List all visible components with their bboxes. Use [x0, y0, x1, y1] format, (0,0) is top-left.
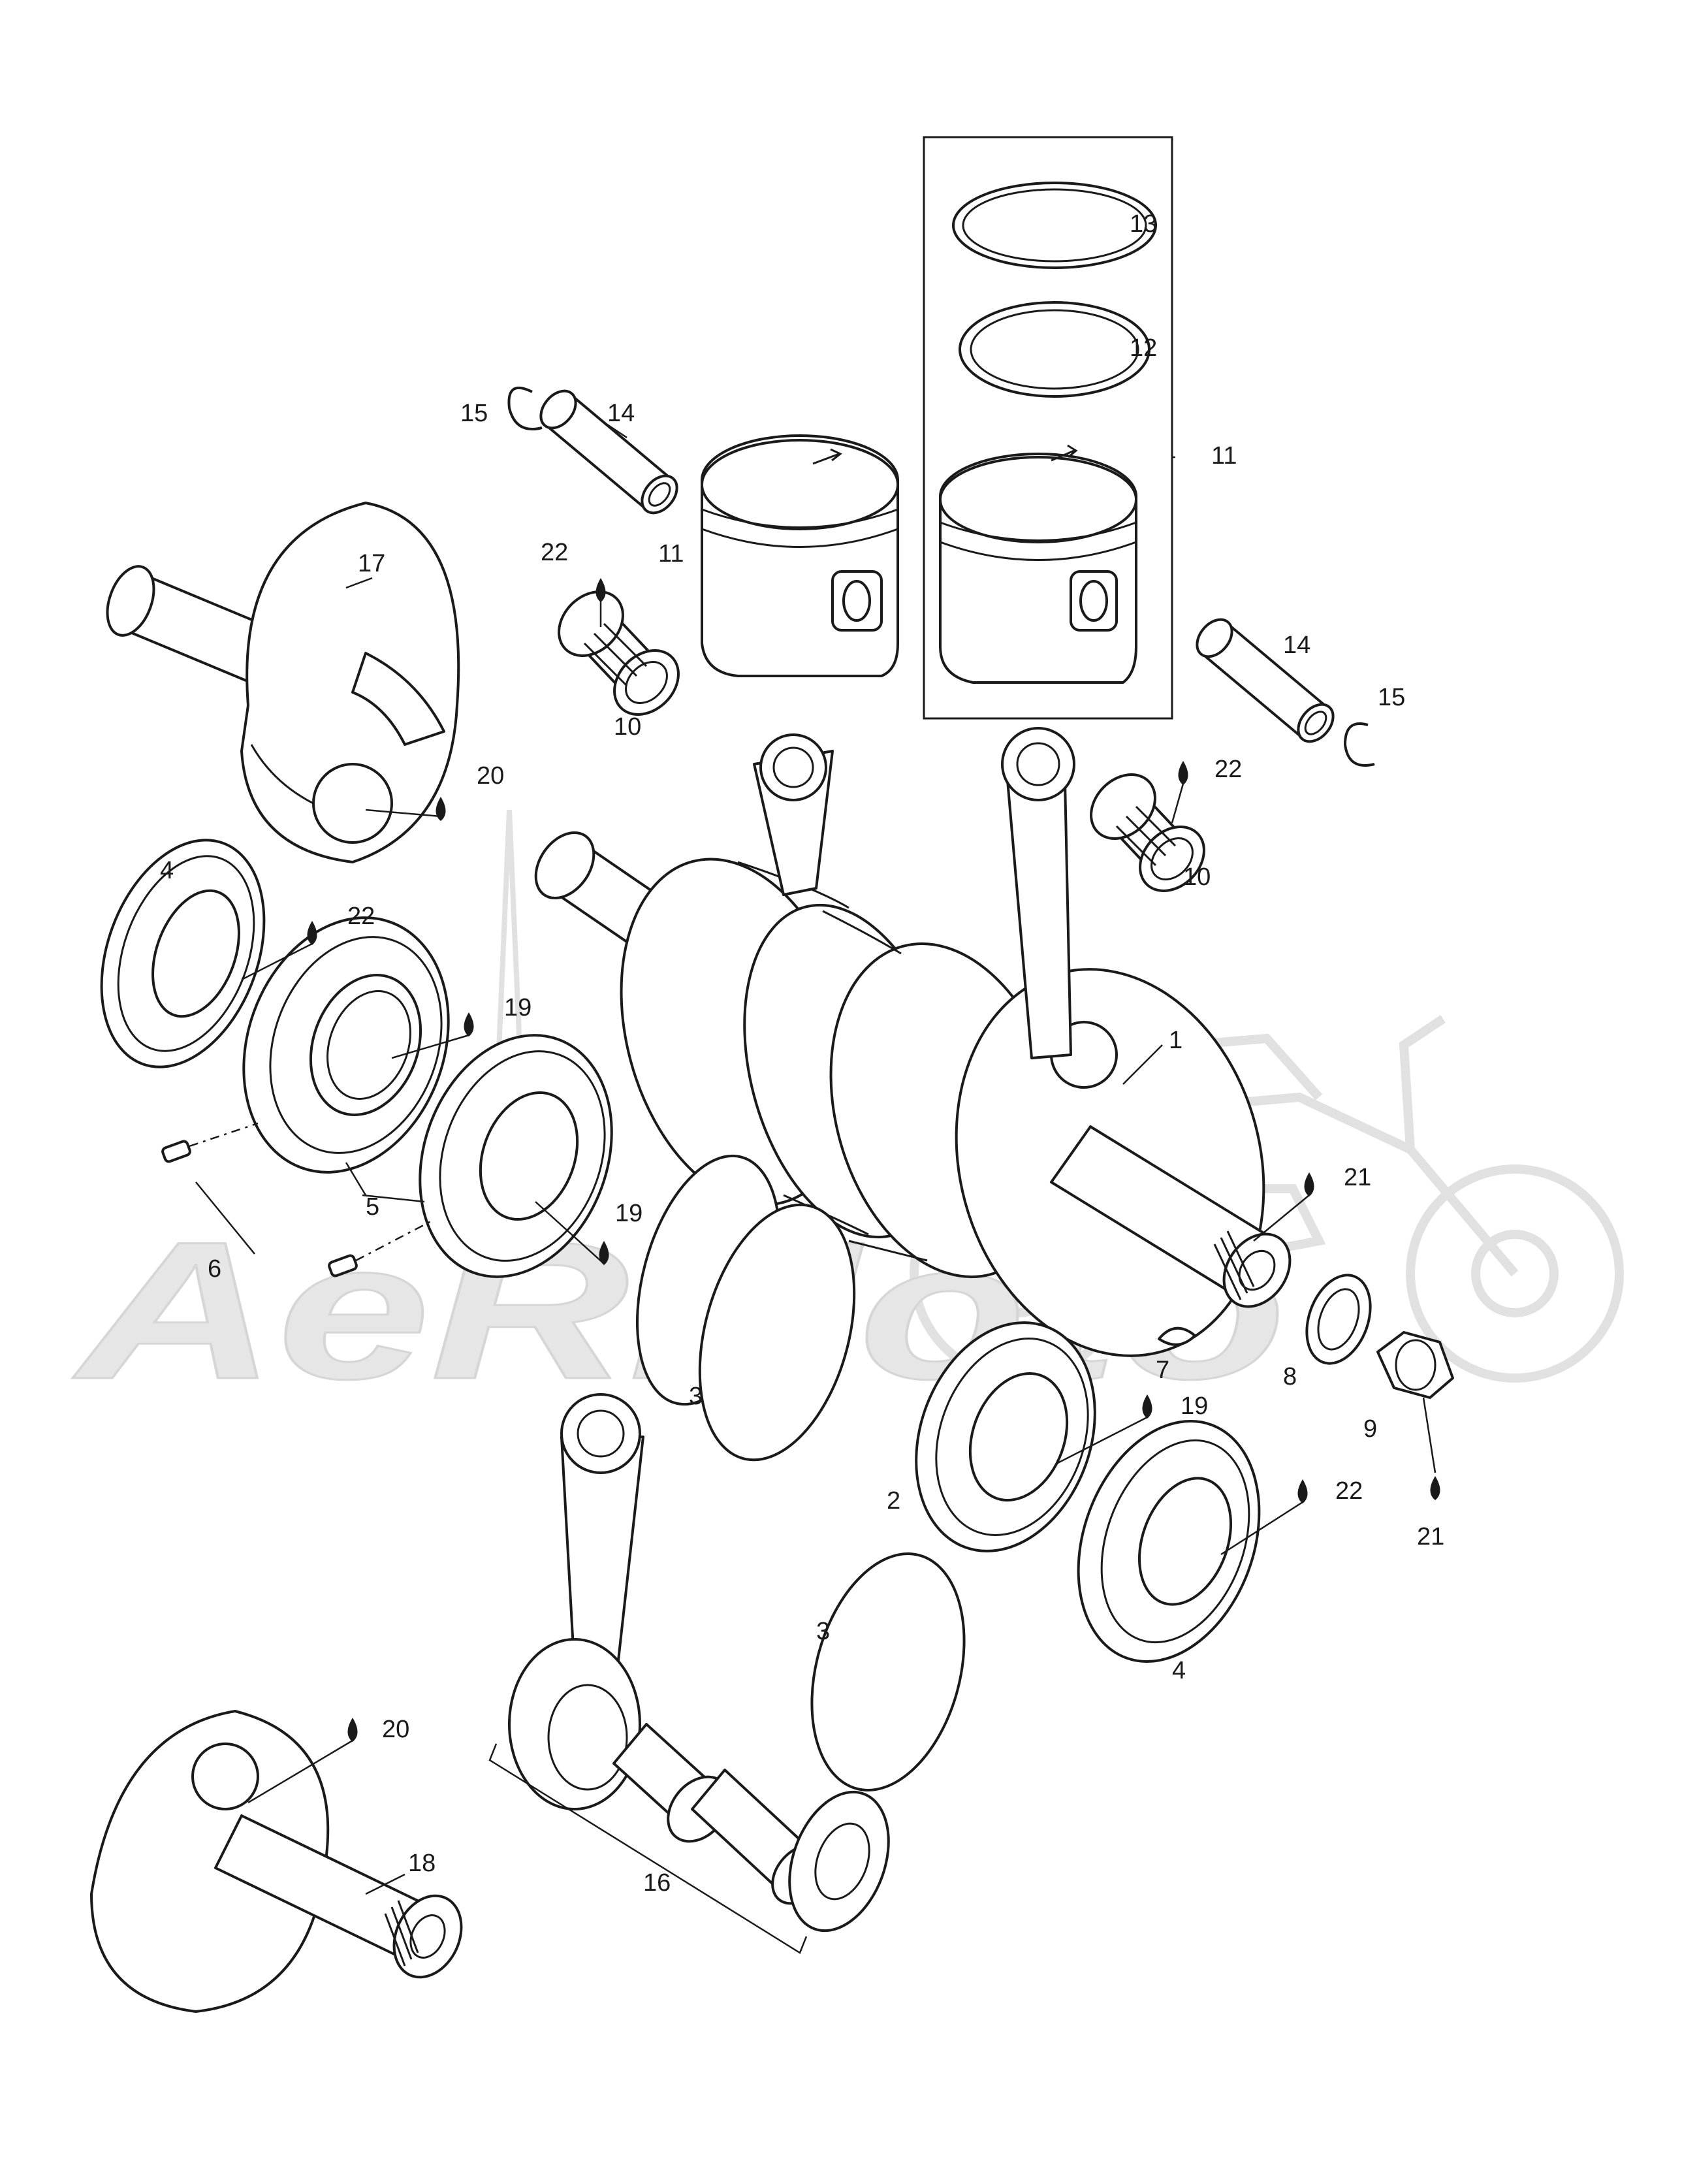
lubricant-drop-icon [595, 578, 606, 602]
callout-9: 9 [1363, 1415, 1377, 1443]
callout-19-b: 19 [615, 1200, 643, 1227]
ball-bearing-center-icon [419, 1034, 613, 1278]
lubricant-drop-icon [1178, 761, 1188, 785]
callout-18: 18 [408, 1850, 436, 1877]
callout-22-d: 22 [1335, 1477, 1363, 1505]
dowel-pin-2-icon [328, 1254, 358, 1277]
callout-19-a: 19 [504, 994, 532, 1021]
piston-ring-12-icon [959, 301, 1150, 398]
lubricant-drop-icon [464, 1012, 474, 1036]
callout-14-left: 14 [607, 400, 635, 427]
lubricant-drop-icon [1430, 1476, 1440, 1500]
callout-17: 17 [358, 550, 385, 577]
callout-13: 13 [1130, 210, 1157, 238]
leader-lines [195, 423, 1436, 1895]
oil-seal-right-icon [1077, 1420, 1261, 1663]
callout-2: 2 [887, 1487, 900, 1515]
piston-boxed-icon [939, 444, 1137, 684]
ball-bearing-left-icon [242, 916, 450, 1174]
circlip-right-icon [1344, 722, 1375, 767]
ball-bearing-right-icon [915, 1321, 1096, 1552]
oil-seal-left-icon [100, 839, 266, 1068]
callout-5: 5 [366, 1193, 379, 1221]
callout-21-a: 21 [1344, 1164, 1371, 1191]
callout-1: 1 [1169, 1027, 1182, 1054]
lock-washer-icon [1305, 1274, 1372, 1365]
wrist-pin-left-icon [539, 389, 678, 515]
callout-22-b: 22 [1214, 756, 1242, 783]
callout-10-right: 10 [1183, 863, 1211, 891]
piston-ring-13-icon [952, 182, 1157, 269]
callout-16: 16 [643, 1869, 671, 1897]
wrist-pin-right-icon [1196, 618, 1335, 743]
needle-bearing-right-icon [1090, 773, 1205, 892]
callout-11-box: 11 [1211, 442, 1237, 470]
callout-22-a: 22 [541, 539, 568, 566]
needle-bearing-left-icon [558, 590, 680, 716]
crank-half-18-icon [90, 1710, 463, 2013]
callout-3-b: 3 [816, 1618, 830, 1645]
circlip-left-icon [507, 386, 543, 430]
callout-21-b: 21 [1417, 1523, 1444, 1550]
hex-nut-icon [1376, 1331, 1454, 1399]
piston-kit-box [923, 136, 1173, 720]
callout-11-loose: 11 [658, 540, 684, 568]
callout-4-left: 4 [160, 857, 174, 884]
callout-19-c: 19 [1181, 1392, 1208, 1420]
callout-6: 6 [208, 1255, 221, 1283]
callout-15-right: 15 [1378, 684, 1405, 711]
callout-14-right: 14 [1283, 632, 1310, 659]
callout-15-left: 15 [460, 400, 488, 427]
dowel-pin-1-icon [161, 1140, 191, 1163]
lubricant-drop-icon [1297, 1479, 1308, 1503]
woodruff-key-icon [1158, 1326, 1196, 1346]
callout-20-bottom: 20 [382, 1716, 409, 1743]
callout-7: 7 [1156, 1357, 1169, 1384]
callout-8: 8 [1283, 1363, 1297, 1390]
o-ring-2-icon [698, 1203, 856, 1462]
crank-half-17-icon [106, 502, 460, 863]
o-ring-3-icon [810, 1552, 966, 1791]
callout-10-left: 10 [614, 713, 641, 741]
connecting-rod-kit-icon [508, 1393, 890, 1933]
callout-22-c: 22 [347, 903, 375, 930]
callout-20-top: 20 [477, 762, 504, 790]
callout-12: 12 [1130, 334, 1157, 362]
crankshaft-assembly-icon [534, 727, 1292, 1357]
lubricant-drop-icon [436, 797, 446, 821]
lubricant-drop-icon [307, 921, 317, 945]
lubricant-drop-icon [599, 1241, 609, 1265]
callout-3-a: 3 [689, 1383, 703, 1410]
lubricant-drop-icon [1142, 1394, 1152, 1419]
piston-icon [701, 434, 899, 677]
callout-4-right: 4 [1172, 1657, 1186, 1684]
lubricant-drop-icon [1304, 1172, 1314, 1196]
lubricant-drop-icon [347, 1718, 358, 1742]
callout-labels: 13 12 11 15 14 22 11 17 10 14 15 22 20 1… [160, 210, 1444, 1897]
